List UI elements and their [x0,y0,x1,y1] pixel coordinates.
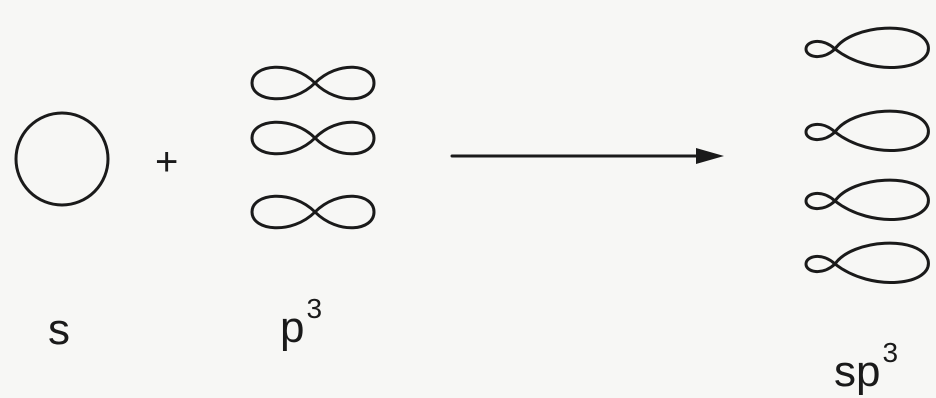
sp3-orbital-label: sp3 [834,339,898,396]
sp3-orbital-3 [804,178,930,221]
sp-label-exponent: 3 [882,337,899,368]
p-label-base: p [280,303,305,352]
s-orbital [14,111,110,207]
sp3-orbital-1 [804,26,930,69]
sp3-orbital-2 [804,109,930,152]
p-orbital-3 [250,194,376,230]
s-label-text: s [48,305,70,354]
p-label-exponent: 3 [306,293,323,324]
plus-sign: + [155,140,179,184]
p-orbital-1 [250,65,376,101]
sp-label-base: sp [834,347,881,396]
p3-orbital-label: p3 [280,295,322,352]
s-orbital-label: s [48,308,70,352]
p-orbital-2 [250,120,376,156]
sp3-orbital-4 [804,241,930,284]
reaction-arrowhead [696,148,724,164]
